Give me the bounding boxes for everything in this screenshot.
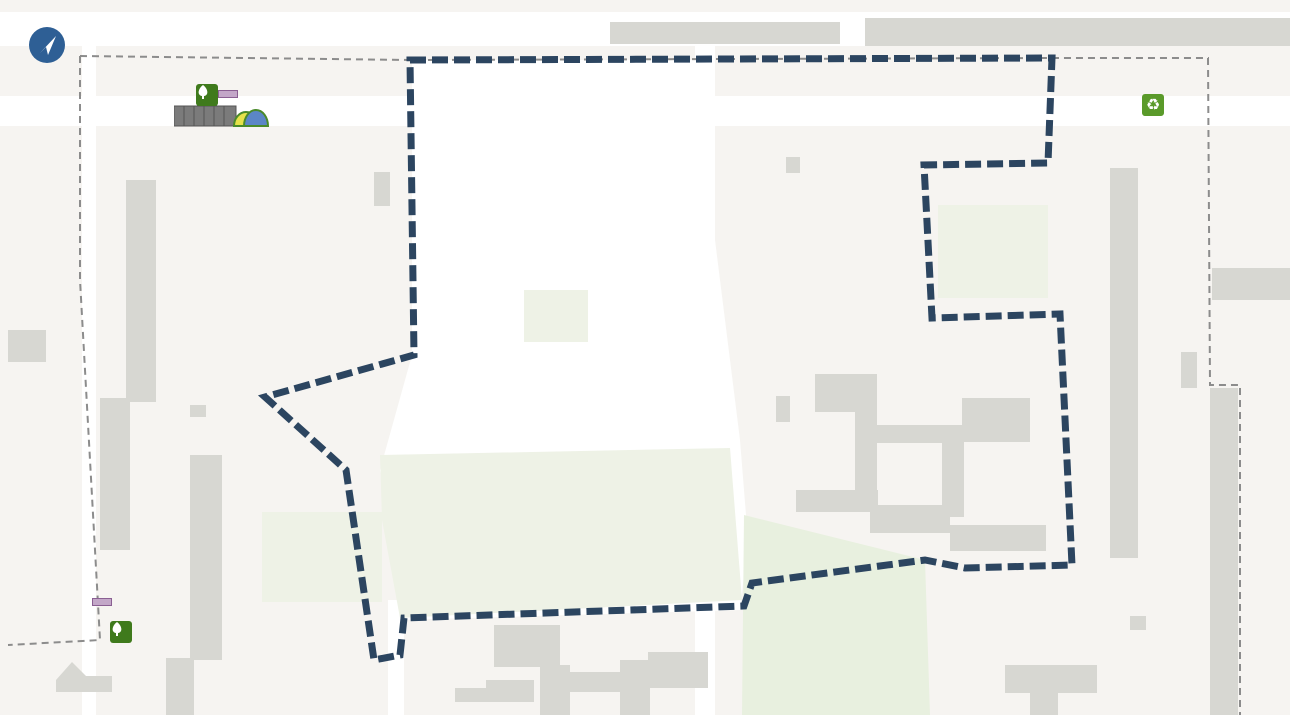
tree-icon[interactable] xyxy=(196,84,218,106)
bench-marker-icon[interactable] xyxy=(218,90,238,98)
playground-graphic xyxy=(174,105,270,127)
tree-graphic xyxy=(112,622,122,636)
recycling-icon[interactable]: ♻ xyxy=(1142,94,1164,116)
district-boundary-west xyxy=(7,56,102,646)
buildings xyxy=(8,18,1290,715)
bench-marker-icon[interactable] xyxy=(92,598,112,606)
tree-icon[interactable] xyxy=(110,621,132,643)
green-areas xyxy=(262,205,1048,715)
playground-icon[interactable] xyxy=(174,104,272,130)
recycling-symbol: ♻ xyxy=(1145,95,1161,114)
tree-graphic xyxy=(198,85,208,99)
highlighted-area-boundary[interactable] xyxy=(257,54,1076,665)
compass-graphic xyxy=(29,27,65,63)
compass-north-icon[interactable] xyxy=(28,26,66,64)
